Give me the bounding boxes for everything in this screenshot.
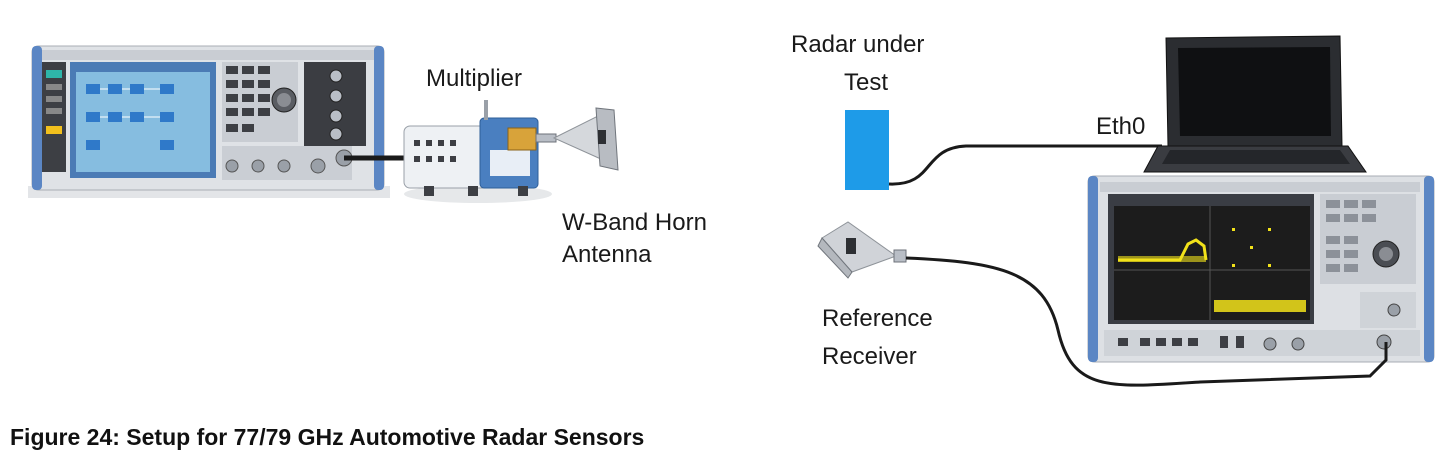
reference-label-line1: Reference xyxy=(822,305,933,332)
horn-antenna-tx xyxy=(535,107,619,171)
horn-label-line1: W-Band Horn xyxy=(562,209,707,236)
eth0-label: Eth0 xyxy=(1096,113,1146,140)
spectrum-analyzer xyxy=(1087,175,1435,363)
frequency-multiplier xyxy=(403,100,552,203)
laptop xyxy=(1143,35,1367,173)
horn-label-line2: Antenna xyxy=(562,241,652,268)
receiver-cable xyxy=(905,256,1388,387)
figure-caption: Figure 24: Setup for 77/79 GHz Automotiv… xyxy=(10,424,645,450)
signal-generator xyxy=(28,45,390,198)
reference-receiver-horn xyxy=(817,221,907,279)
radar-label-line1: Radar under xyxy=(791,31,925,58)
reference-label-line2: Receiver xyxy=(822,343,917,370)
radar-label-line2: Test xyxy=(844,69,889,96)
ethernet-cable xyxy=(888,144,1162,186)
multiplier-label: Multiplier xyxy=(426,65,523,92)
radar-under-test-block xyxy=(845,110,889,190)
